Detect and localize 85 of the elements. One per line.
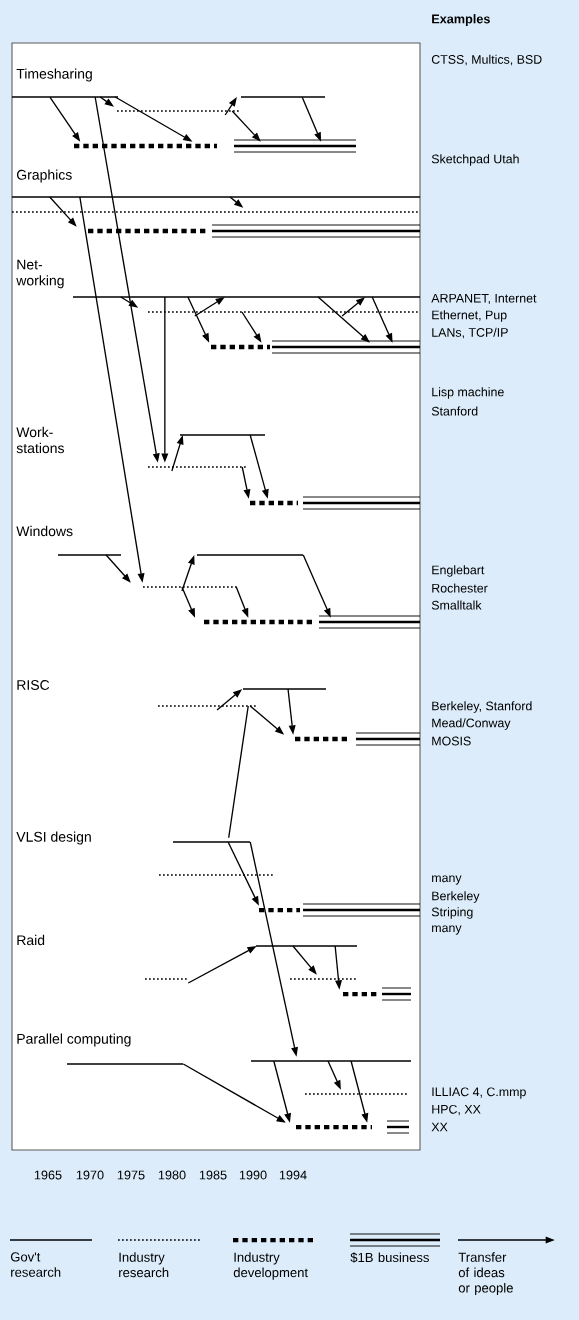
solid-line [66, 1063, 184, 1065]
connector-line [228, 705, 249, 839]
solid-line [255, 945, 358, 947]
dotted-line [144, 978, 189, 980]
solid-line [179, 434, 266, 436]
row-title: Net- working [16, 259, 64, 289]
dotted-line [158, 874, 274, 876]
example-text: many [432, 925, 462, 935]
triple-line [386, 1120, 410, 1134]
dashed-line [88, 228, 208, 234]
example-text: many [432, 875, 462, 885]
dashed-line [204, 619, 313, 625]
dashed-line [259, 907, 300, 913]
year-label: 1965 [34, 1170, 62, 1180]
triple-line [318, 615, 421, 629]
solid-line [240, 96, 326, 98]
example-text: MOSIS [432, 736, 471, 746]
year-label: 1985 [199, 1170, 227, 1180]
example-text: Mead/Conway [432, 718, 511, 730]
triple-line [302, 903, 421, 917]
row-title: Raid [17, 934, 45, 946]
solid-line [250, 1060, 412, 1062]
example-text: Englebart [432, 565, 485, 577]
legend-label: $1B business [350, 1252, 429, 1263]
triple-line [271, 340, 421, 354]
example-text: Ethernet, Pup [432, 310, 507, 322]
example-text: HPC, XX [432, 1104, 481, 1116]
dashed-line [296, 1124, 372, 1130]
dotted-line [147, 311, 421, 313]
arrow [317, 296, 370, 343]
example-text: Berkeley [432, 891, 480, 903]
dashed-line [250, 500, 298, 506]
row-title: RISC [17, 680, 50, 690]
example-text: Striping [431, 907, 473, 919]
year-label: 1980 [158, 1170, 186, 1180]
dotted-line [11, 211, 421, 213]
dashed-line [211, 344, 270, 350]
solid-line [72, 296, 421, 298]
row-title: Graphics [17, 169, 72, 183]
solid-line [11, 96, 119, 98]
example-text: ARPANET, Internet [431, 293, 537, 305]
legend-label: Industry research [119, 1252, 169, 1278]
year-label: 1994 [279, 1170, 307, 1180]
example-text: Berkeley, Stanford [432, 701, 532, 713]
solid-line [172, 841, 251, 843]
triple-line [355, 732, 421, 746]
row-title: Windows [16, 525, 73, 537]
example-text: Rochester [432, 583, 488, 593]
triple-line [381, 987, 412, 1001]
column-heading: Examples [432, 14, 490, 26]
year-label: 1990 [239, 1170, 267, 1180]
dotted-line [147, 466, 249, 468]
row-title: Timesharing [16, 68, 92, 82]
triple-line [233, 139, 357, 153]
dotted-line [116, 110, 242, 112]
triple-line [302, 496, 421, 510]
year-label: 1970 [76, 1170, 104, 1180]
dashed-line [74, 143, 217, 149]
dotted-line [142, 586, 240, 588]
dashed-line [295, 736, 350, 742]
example-text: Smalltalk [431, 600, 482, 610]
legend-label: Gov't research [10, 1252, 61, 1277]
arrow [99, 96, 114, 107]
dotted-line [157, 705, 257, 707]
dotted-line [304, 1093, 410, 1095]
solid-line [196, 554, 304, 556]
solid-line [11, 196, 421, 198]
row-title: Work- stations [16, 426, 64, 454]
legend-label: Industry development [233, 1252, 308, 1280]
example-text: Sketchpad Utah [431, 154, 519, 166]
row-title: VLSI design [16, 831, 91, 845]
example-text: Lisp machine [432, 387, 504, 399]
solid-line [57, 554, 122, 556]
example-text: XX [431, 1122, 448, 1132]
triple-line [211, 224, 421, 238]
example-text: Stanford [431, 406, 478, 416]
solid-line [242, 688, 327, 690]
row-title: Parallel computing [17, 1033, 131, 1047]
legend-label: Transfer of ideas or people [458, 1252, 513, 1296]
example-text: CTSS, Multics, BSD [431, 54, 542, 66]
year-label: 1975 [117, 1170, 145, 1180]
example-text: ILLIAC 4, C.mmp [432, 1087, 526, 1099]
dotted-line [289, 978, 357, 980]
dashed-line [343, 991, 377, 997]
example-text: LANs, TCP/IP [432, 327, 508, 339]
